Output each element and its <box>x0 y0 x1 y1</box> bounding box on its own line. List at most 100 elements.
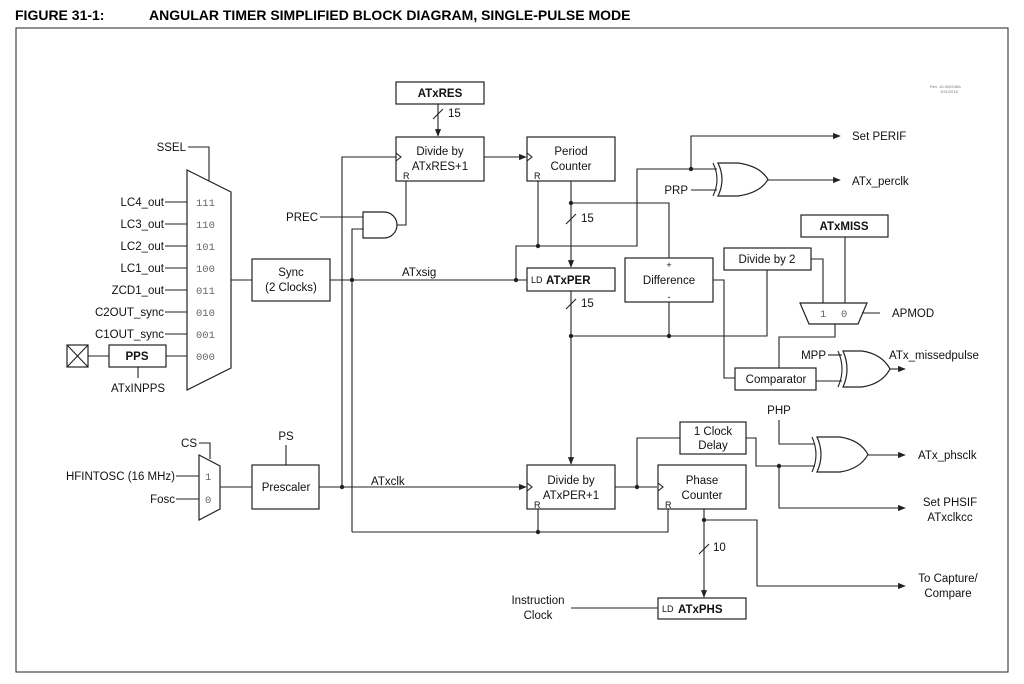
mux-input-c1out: C1OUT_sync 001 <box>95 329 215 342</box>
svg-text:(2 Clocks): (2 Clocks) <box>265 282 317 294</box>
difference-block: +Difference- <box>624 257 714 303</box>
sync-block: Sync (2 Clocks) <box>251 258 331 302</box>
svg-text:0: 0 <box>841 309 847 321</box>
xor-gate-perclk <box>712 162 769 197</box>
bus-width-res: 15 <box>448 108 461 120</box>
svg-text:Prescaler: Prescaler <box>262 482 311 494</box>
divide-by-atxper-block: Divide by ATxPER+1R <box>526 464 616 510</box>
svg-text:Comparator: Comparator <box>746 374 807 386</box>
svg-text:010: 010 <box>196 308 215 320</box>
divide-by-2-block: Divide by 2 <box>723 247 812 271</box>
set-perif-output: Set PERIF <box>852 131 906 143</box>
svg-text:ATxMISS: ATxMISS <box>820 221 869 233</box>
svg-text:Difference: Difference <box>643 275 695 287</box>
revision-date: 1/21/2016 <box>940 89 959 94</box>
svg-text:1 Clock: 1 Clock <box>694 426 733 438</box>
ssel-label: SSEL <box>157 142 187 154</box>
missedpulse-output: ATx_missedpulse <box>889 350 979 362</box>
comparator-block: Comparator <box>734 367 817 391</box>
svg-text:R: R <box>534 500 541 510</box>
svg-text:R: R <box>403 171 410 181</box>
svg-text:ZCD1_out: ZCD1_out <box>112 285 165 297</box>
atxclk-label: ATxclk <box>371 476 405 488</box>
mux-input-lc1: LC1_out 100 <box>121 263 215 276</box>
revision-label: Rev. 10-000245A <box>930 84 961 89</box>
atxsig-label: ATxsig <box>402 267 436 279</box>
php-label: PHP <box>767 405 791 417</box>
ps-label: PS <box>278 431 294 443</box>
svg-text:111: 111 <box>196 198 215 210</box>
svg-text:LD: LD <box>662 604 674 614</box>
atxres-register: ATxRES <box>395 81 485 105</box>
svg-text:001: 001 <box>196 330 215 342</box>
svg-text:Period: Period <box>554 146 587 158</box>
mux-input-lc4: LC4_out 111 <box>121 197 215 210</box>
atxclkcc-output: ATxclkcc <box>927 512 972 524</box>
mux-input-pps: 000 <box>166 352 215 364</box>
atxinpps-label: ATxINPPS <box>111 383 165 395</box>
capture-output-line2: Compare <box>924 588 971 600</box>
figure-title: FIGURE 31-1:ANGULAR TIMER SIMPLIFIED BLO… <box>15 7 630 23</box>
svg-text:Sync: Sync <box>278 267 304 279</box>
atxmiss-register: ATxMISS <box>800 214 889 238</box>
svg-text:000: 000 <box>196 352 215 364</box>
instruction-clock-line1: Instruction <box>511 595 564 607</box>
prp-label: PRP <box>664 185 688 197</box>
pin-icon <box>66 344 89 368</box>
svg-text:Divide by: Divide by <box>416 146 464 158</box>
svg-text:ATxPER: ATxPER <box>546 275 591 287</box>
svg-text:C1OUT_sync: C1OUT_sync <box>95 329 164 341</box>
figure-caption: ANGULAR TIMER SIMPLIFIED BLOCK DIAGRAM, … <box>149 7 631 23</box>
svg-text:Delay: Delay <box>698 440 728 452</box>
svg-text:LC4_out: LC4_out <box>121 197 165 209</box>
svg-text:101: 101 <box>196 242 215 254</box>
set-phsif-output: Set PHSIF <box>923 497 977 509</box>
xor-gate-phsclk <box>811 436 869 473</box>
figure-frame <box>15 27 1009 673</box>
svg-text:PPS: PPS <box>125 351 148 363</box>
svg-text:C2OUT_sync: C2OUT_sync <box>95 307 164 319</box>
svg-text:Counter: Counter <box>682 490 723 502</box>
clock-mux: 10 <box>198 454 221 521</box>
mpp-label: MPP <box>801 350 826 362</box>
cs-label: CS <box>181 438 197 450</box>
svg-text:-: - <box>668 292 671 302</box>
svg-text:ATxRES+1: ATxRES+1 <box>412 161 468 173</box>
svg-text:1: 1 <box>820 309 826 321</box>
svg-text:ATxPER+1: ATxPER+1 <box>543 490 599 502</box>
bus-width-phase: 10 <box>713 542 726 554</box>
bus-width-per-out: 15 <box>581 298 594 310</box>
svg-text:Counter: Counter <box>551 161 592 173</box>
bus-width-period: 15 <box>581 213 594 225</box>
xor-gate-missedpulse <box>837 350 891 388</box>
divide-by-atxres-block: Divide by ATxRES+1R <box>395 136 485 182</box>
instruction-clock-line2: Clock <box>524 610 553 622</box>
prec-label: PREC <box>286 212 318 224</box>
svg-text:R: R <box>665 500 672 510</box>
prescaler-block: Prescaler <box>251 464 320 510</box>
svg-text:LC1_out: LC1_out <box>121 263 165 275</box>
svg-text:LD: LD <box>531 275 543 285</box>
svg-text:Divide by: Divide by <box>547 475 595 487</box>
phsclk-output: ATx_phsclk <box>918 450 977 462</box>
svg-text:100: 100 <box>196 264 215 276</box>
svg-text:LC2_out: LC2_out <box>121 241 165 253</box>
svg-text:1: 1 <box>205 472 211 484</box>
svg-text:0: 0 <box>205 495 211 507</box>
svg-text:Phase: Phase <box>686 475 719 487</box>
mux-input-lc2: LC2_out 101 <box>121 241 215 254</box>
fosc-input: Fosc <box>150 494 175 506</box>
pps-block: PPS <box>108 344 167 368</box>
capture-output-line1: To Capture/ <box>918 573 978 585</box>
svg-text:Divide by 2: Divide by 2 <box>739 254 796 266</box>
and-gate <box>362 211 398 239</box>
